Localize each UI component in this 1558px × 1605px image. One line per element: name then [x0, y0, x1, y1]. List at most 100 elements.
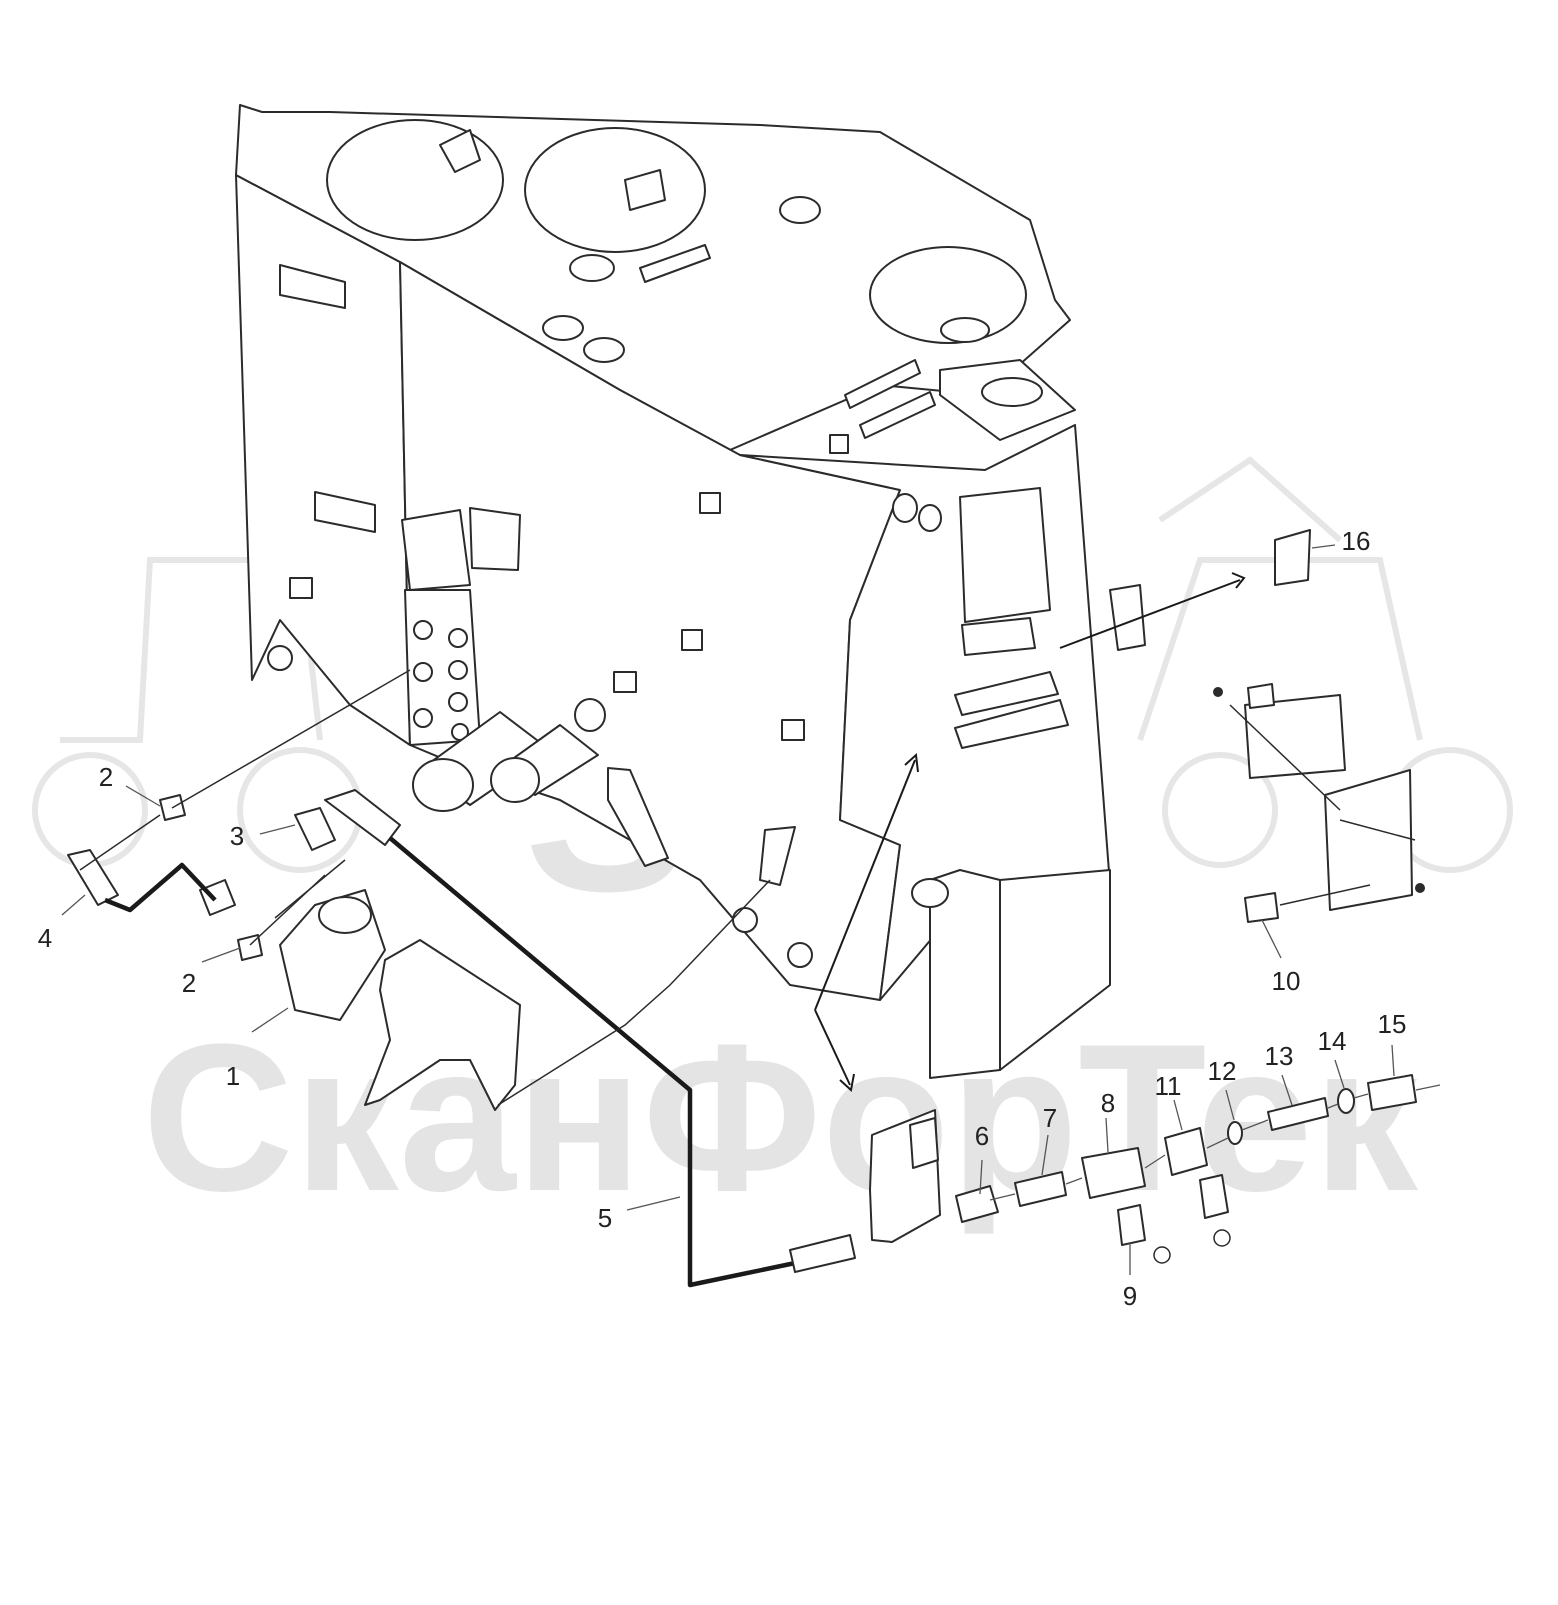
- callout-3: 3: [230, 821, 244, 851]
- boss-pair-1: [892, 493, 918, 523]
- assembly-arrows: [814, 572, 1246, 1092]
- callout-10: 10: [1272, 966, 1301, 996]
- part-10-switch: [1244, 892, 1279, 923]
- cover-plate: [1324, 769, 1413, 911]
- part-9-ring: [1153, 1246, 1171, 1264]
- coupler-exploded-line: [869, 1074, 1441, 1264]
- mount-bar-2: [844, 359, 921, 409]
- mount-bar-1: [639, 244, 711, 283]
- boss-3: [583, 337, 625, 363]
- boss-top: [779, 196, 821, 224]
- electrical-box: [959, 487, 1051, 623]
- port-6: [413, 708, 433, 728]
- port-4: [448, 660, 468, 680]
- pipe-boss: [574, 698, 606, 732]
- elbow-fitting-3: [294, 807, 336, 851]
- cube-bracket: [469, 507, 521, 571]
- callout-2-lower: 2: [182, 968, 196, 998]
- arrowhead-to-16: [1231, 572, 1246, 589]
- tank-right-column-side: [999, 869, 1111, 1071]
- square-boss-1: [289, 577, 313, 599]
- callout-12: 12: [1208, 1056, 1237, 1086]
- port-2: [448, 628, 468, 648]
- callout-9: 9: [1123, 1281, 1137, 1311]
- triangle-bracket: [607, 767, 669, 867]
- callout-6: 6: [975, 1121, 989, 1151]
- part-16-label-plate: [1274, 529, 1311, 586]
- pump-assembly: [67, 789, 521, 1111]
- port-3: [413, 662, 433, 682]
- callout-2-upper: 2: [99, 762, 113, 792]
- angle-bracket: [401, 509, 471, 591]
- tank-handle: [1109, 584, 1146, 651]
- arrow-to-16: [1059, 579, 1241, 649]
- part-7-nipple: [1014, 1171, 1067, 1207]
- bracket-tab: [909, 1117, 939, 1169]
- port-5: [448, 692, 468, 712]
- boss-1: [569, 254, 615, 282]
- coupler-upper: [954, 671, 1059, 716]
- callout-13: 13: [1265, 1041, 1294, 1071]
- cap-handle-middle: [624, 169, 666, 211]
- callout-15: 15: [1378, 1009, 1407, 1039]
- tank-right-column: [929, 869, 1001, 1079]
- callout-1: 1: [226, 1061, 240, 1091]
- square-boss-3: [681, 629, 703, 651]
- part-14-clamp: [1337, 1088, 1355, 1114]
- part-13-fitting: [1267, 1097, 1329, 1131]
- electrical-box-base: [961, 617, 1036, 656]
- coupler-lower: [954, 699, 1069, 749]
- filler-cap-left: [326, 119, 504, 241]
- callout-14: 14: [1318, 1026, 1347, 1056]
- main-tank-assembly: [235, 104, 1146, 1079]
- pipe-outlet-large-end: [412, 758, 474, 812]
- breather-opening: [981, 377, 1043, 407]
- hose-5: [388, 836, 801, 1288]
- elbow-hose-4: [67, 849, 119, 906]
- arrowhead-up-couplers: [904, 752, 919, 773]
- part-11-cap: [1199, 1174, 1229, 1219]
- part-9-cap: [1117, 1204, 1146, 1246]
- part-6-adapter: [955, 1185, 999, 1223]
- screw-top: [1213, 687, 1223, 697]
- hook-bracket-2: [314, 491, 376, 533]
- square-boss-5: [781, 719, 805, 741]
- left-side-panel: [235, 174, 411, 746]
- callout-7: 7: [1043, 1103, 1057, 1133]
- relay-block: [1244, 694, 1346, 779]
- pump-bracket: [364, 939, 521, 1111]
- callout-5: 5: [598, 1203, 612, 1233]
- electrical-exploded: [1213, 529, 1425, 923]
- port-1: [413, 620, 433, 640]
- small-plate: [759, 826, 796, 886]
- hose-5-fitting: [324, 789, 401, 846]
- pipe-outlet-small-end: [490, 757, 540, 803]
- pump-top: [318, 896, 372, 934]
- filler-cap-middle: [524, 127, 706, 253]
- washer-2: [787, 942, 813, 968]
- callout-8: 8: [1101, 1088, 1115, 1118]
- side-fitting: [267, 645, 293, 671]
- callout-16: 16: [1342, 526, 1371, 556]
- cap-handle-left: [439, 129, 481, 173]
- hose-4: [104, 862, 217, 913]
- part-11-coupler: [1164, 1127, 1208, 1176]
- callout-4: 4: [38, 923, 52, 953]
- arrowhead-down-bracket: [839, 1073, 855, 1092]
- relay-cube: [1247, 683, 1275, 709]
- hose-5-end-fitting: [789, 1234, 856, 1273]
- boss-pair-2: [918, 504, 942, 532]
- washer-1: [732, 907, 758, 933]
- square-boss-2: [699, 492, 721, 514]
- hook-bracket-1: [279, 264, 346, 309]
- leader-lines: [61, 544, 1395, 1275]
- arrow-down-bracket: [814, 1009, 851, 1086]
- fitting-2-lower: [237, 934, 263, 961]
- boss-2: [542, 315, 584, 341]
- part-8-coupler: [1081, 1147, 1146, 1199]
- part-11-ring: [1213, 1229, 1231, 1247]
- hose-end-4: [199, 879, 236, 916]
- callout-11: 11: [1155, 1071, 1182, 1101]
- part-15-sleeve: [1367, 1074, 1417, 1111]
